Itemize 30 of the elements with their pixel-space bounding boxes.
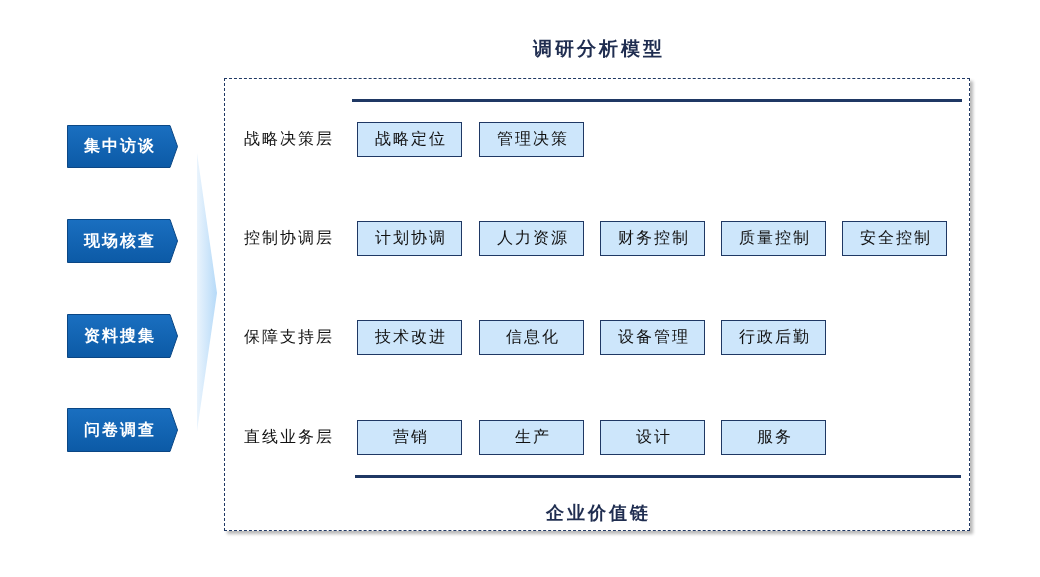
process-box: 安全控制 (842, 221, 947, 256)
process-box: 战略定位 (357, 122, 462, 157)
step-arrow (67, 408, 178, 452)
process-box: 财务控制 (600, 221, 705, 256)
process-box: 信息化 (479, 320, 584, 355)
process-box: 营销 (357, 420, 462, 455)
process-box: 生产 (479, 420, 584, 455)
step-arrow (67, 314, 178, 358)
process-box: 设计 (600, 420, 705, 455)
step-arrow (67, 219, 178, 263)
process-box: 计划协调 (357, 221, 462, 256)
step-label: 问卷调查 (83, 419, 156, 441)
layer-label: 战略决策层 (243, 129, 334, 150)
process-box: 人力资源 (479, 221, 584, 256)
process-box: 行政后勤 (721, 320, 826, 355)
process-box: 设备管理 (600, 320, 705, 355)
process-box: 质量控制 (721, 221, 826, 256)
process-box: 技术改进 (357, 320, 462, 355)
process-box: 管理决策 (479, 122, 584, 157)
step-arrow (67, 125, 178, 168)
dashed-frame (224, 78, 970, 531)
process-box: 服务 (721, 420, 826, 455)
layer-label: 保障支持层 (243, 327, 334, 348)
layer-label: 直线业务层 (243, 427, 334, 448)
step-label: 资料搜集 (83, 325, 156, 347)
step-label: 集中访谈 (83, 136, 156, 157)
layer-label: 控制协调层 (243, 228, 334, 249)
frame-title: 企业价值链 (545, 501, 651, 525)
step-label: 现场核查 (83, 230, 156, 252)
diagram-title: 调研分析模型 (531, 37, 665, 59)
